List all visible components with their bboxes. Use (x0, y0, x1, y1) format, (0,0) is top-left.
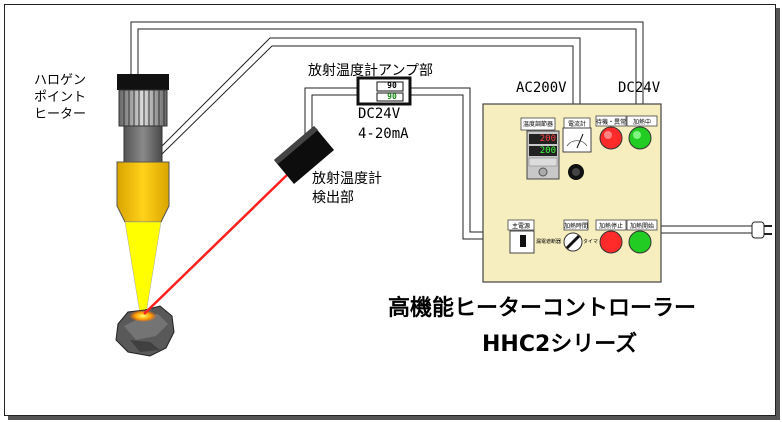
start-button-label: 加熱開始 (629, 223, 654, 230)
heated-spot (129, 310, 157, 322)
ac-supply-label: AC200V (516, 80, 567, 96)
amp-power-label: DC24V (358, 106, 401, 122)
amp-label: 放射温度計アンプ部 (308, 63, 434, 79)
heater-label: ハロゲン ポイント ヒーター (34, 72, 86, 123)
amp-signal-label: 4-20mA (358, 126, 409, 142)
heater-label-line2: ポイント (34, 90, 87, 105)
breaker-sub-label: 漏電遮断器 (536, 239, 562, 245)
wiring (130, 21, 752, 240)
heater-label-line1: ハロゲン (34, 73, 87, 88)
ammeter-label: 電流計 (567, 121, 586, 128)
selector-sub-label: タイマ (583, 239, 599, 245)
halogen-heater (116, 74, 170, 315)
stop-button-label: 加熱停止 (598, 223, 623, 230)
amp-display-bottom: 90 (387, 92, 397, 101)
sv-display: 200 (539, 146, 556, 156)
sensor-label-line1: 放射温度計 (312, 171, 382, 187)
heater-fins (118, 89, 168, 127)
amplifier-unit (356, 76, 412, 106)
breaker-label: 主電源 (511, 223, 530, 230)
amp-display-top: 90 (387, 81, 397, 90)
selector-label: 加熱時間 (564, 223, 589, 230)
product-series: HHC2シリーズ (482, 332, 638, 357)
pv-display: 200 (539, 134, 556, 144)
lamp2-label: 加熱中 (632, 119, 651, 126)
sensor-beam (143, 173, 289, 315)
control-panel (482, 103, 662, 283)
sensor-label-line2: 検出部 (312, 190, 354, 206)
controller-title: 温度調節器 (522, 121, 553, 128)
product-title: 高機能ヒーターコントローラー (388, 296, 697, 321)
sensor-label: 放射温度計 検出部 (312, 170, 382, 208)
radiation-thermometer-sensor (274, 126, 334, 184)
workpiece-rock (115, 305, 175, 357)
lamp1-label: 待機・異常 (596, 119, 627, 126)
heater-label-line3: ヒーター (34, 107, 87, 122)
dc-supply-label: DC24V (618, 80, 661, 96)
power-plug-icon (751, 221, 772, 239)
